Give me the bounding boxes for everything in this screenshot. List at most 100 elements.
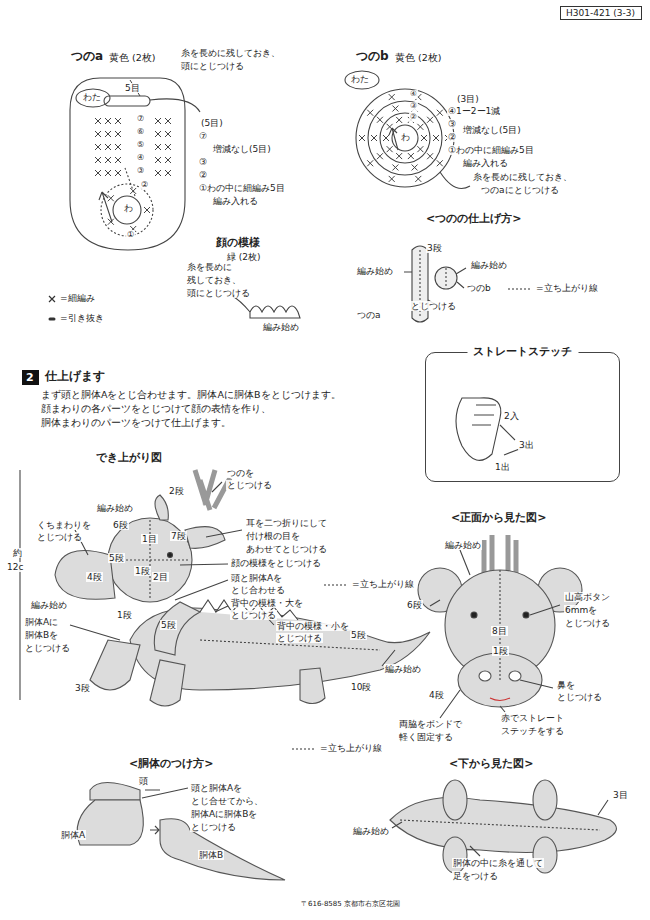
callout-label: 1出 [494, 462, 511, 472]
stitch-mark [437, 160, 443, 166]
stitch-mark [108, 219, 114, 225]
callout-label: 糸を長めに残しておき、 [180, 48, 281, 58]
callout-label: つのb [466, 283, 492, 293]
callout-label: 編み始め [262, 322, 300, 332]
section-heading: <つのの仕上げ方> [425, 213, 522, 226]
stitch-mark [427, 153, 433, 159]
callout-label: わ [123, 203, 134, 213]
legend-sample [323, 580, 349, 590]
callout-label: (5目) [200, 118, 224, 128]
stitch-mark [377, 117, 383, 123]
callout-label: とじつける [24, 643, 71, 653]
stitch-mark [95, 170, 101, 176]
stitch-mark [115, 157, 121, 163]
callout-label: とじつける [556, 692, 603, 702]
callout-label: ④ [409, 90, 418, 99]
stitch-mark [105, 131, 111, 137]
callout-label: 4段 [428, 690, 445, 700]
callout-label: くちまわりを [36, 520, 92, 530]
callout-label: 5段 [350, 630, 367, 640]
callout-label: とじつける [564, 618, 611, 628]
stitch-mark [155, 131, 161, 137]
callout-label: 2入 [503, 411, 520, 421]
stitch-mark [95, 118, 101, 124]
stitch-mark [367, 160, 373, 166]
callout-label: ⑥ [136, 127, 145, 136]
stitch-mark [433, 135, 439, 141]
legend-sample [291, 744, 317, 754]
callout-label: 頭にとじつける [186, 288, 251, 298]
callout-label: 残しておき、 [186, 275, 242, 285]
callout-label: ② [409, 113, 418, 122]
callout-label: 12c [6, 562, 24, 572]
section-heading: 仕上げます [44, 370, 106, 384]
callout-label: 糸を長めに残しておき、 [472, 172, 573, 182]
callout-label: 編み始め [352, 826, 390, 836]
callout-label: ⑦ [198, 131, 208, 141]
callout-label: 顔まわりの各パーツをとじつけて顔の表情を作り、 [40, 404, 272, 415]
callout-label: つのa [356, 310, 382, 320]
stitch-mark [115, 118, 121, 124]
stitch-mark [95, 131, 101, 137]
node-title: H301-421 (3-3) [566, 8, 636, 18]
callout-label: ①わの中に細編み5目 [447, 145, 535, 155]
callout-label: 1段 [134, 566, 151, 576]
stitch-mark [392, 106, 398, 112]
stitch-mark [95, 157, 101, 163]
callout-label: 〒616-8585 京都市右京区花園 [300, 900, 401, 908]
callout-label: とじつける [190, 822, 237, 832]
callout-label: 胴体Aに胴体Bを [190, 809, 258, 819]
callout-label: ①わの中に細編み5目 [198, 183, 286, 193]
stitch-mark [165, 118, 171, 124]
callout-label: とじつける [410, 301, 457, 311]
stitch-mark [389, 94, 395, 100]
legend-text: =立ち上がり線 [352, 578, 414, 591]
section-heading: <下から見た図> [448, 758, 534, 771]
callout-label: 5段 [160, 620, 177, 630]
callout-label: 1段 [116, 610, 133, 620]
callout-label: ③ [198, 157, 208, 167]
stitch-mark [115, 170, 121, 176]
stitch-mark [155, 157, 161, 163]
section-heading: つのa [70, 50, 104, 64]
stitch-mark [165, 157, 171, 163]
callout-label: 5目 [124, 83, 141, 93]
stitch-mark [105, 157, 111, 163]
callout-label: 3段 [74, 683, 91, 693]
callout-label: ③ [136, 166, 145, 175]
callout-label: ③ [409, 102, 418, 111]
stitch-mark [437, 110, 443, 116]
stitch-mark [95, 144, 101, 150]
stitch-mark [105, 170, 111, 176]
callout-label: 山高ボタン [564, 592, 611, 602]
section-heading: でき上がり図 [95, 452, 163, 465]
stitch-mark [392, 164, 398, 170]
callout-label: 2段 [168, 486, 185, 496]
legend-item: =細編み [46, 292, 96, 305]
step-number-box: 2 [22, 370, 39, 385]
legend-text: =細編み [60, 292, 95, 305]
legend-text: =立ち上がり線 [536, 282, 598, 295]
callout-label: ④ [136, 153, 145, 162]
callout-label: 6mmを [564, 605, 598, 615]
stitch-mark [165, 170, 171, 176]
stitch-mark [165, 144, 171, 150]
callout-label: ⑦ [136, 114, 145, 123]
callout-label: 胴体A [60, 830, 86, 840]
callout-label: 顔の模様をとじつける [230, 558, 322, 568]
callout-label: 1目 [141, 534, 158, 544]
callout-label: 3出 [518, 440, 535, 450]
callout-label: つのを [226, 468, 255, 478]
callout-label: ② [447, 132, 457, 142]
callout-label: 8目 [491, 626, 508, 636]
callout-label: わた [350, 74, 370, 84]
callout-label: 軽く固定する [398, 732, 454, 742]
callout-label: 増減なし(5目) [212, 144, 272, 154]
section-heading: 顔の模様 [215, 236, 261, 248]
callout-label: ② [198, 170, 208, 180]
stitch-mark [417, 146, 423, 152]
callout-label: 赤でストレート [500, 713, 565, 723]
callout-label: (3目) [456, 94, 480, 104]
callout-label: 編み入れる [462, 158, 509, 168]
